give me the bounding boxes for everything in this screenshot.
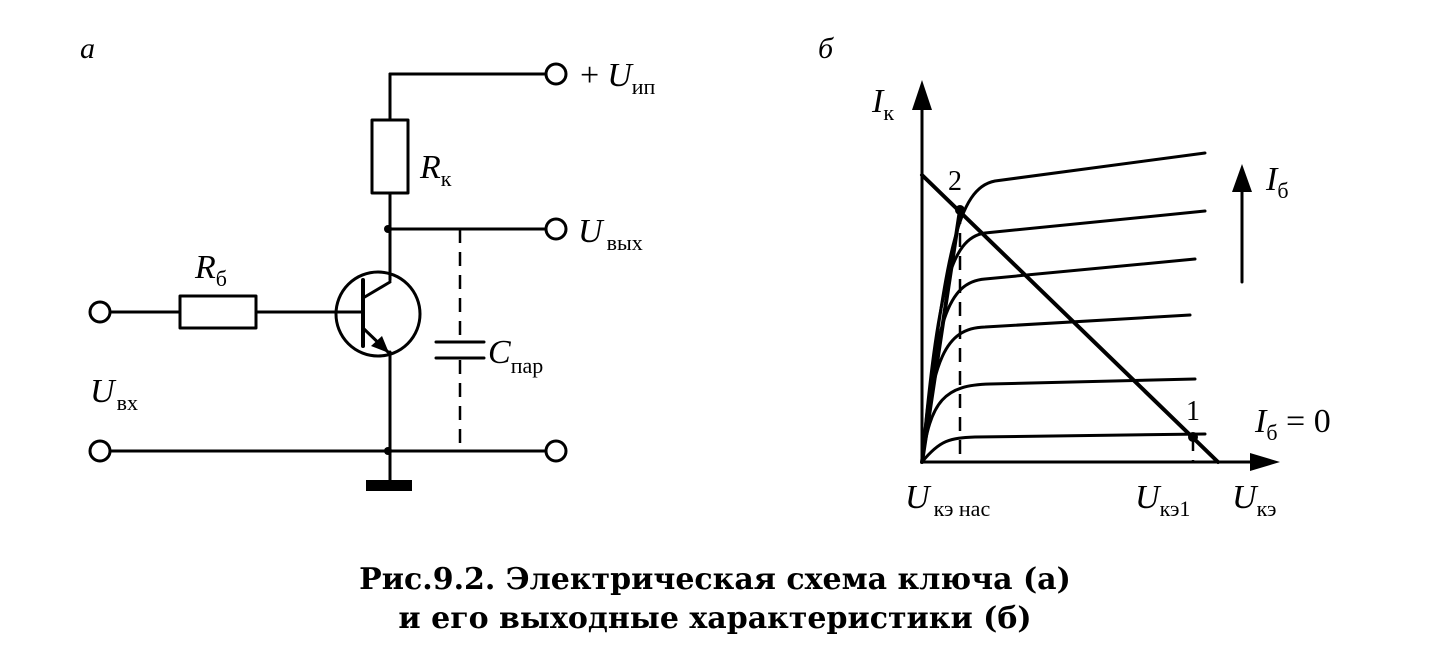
transistor-collector [361,280,392,300]
input-terminal[interactable] [88,300,112,324]
collector-resistor [370,118,410,195]
curve-ib-1 [920,377,1197,464]
caption-line-1: Рис.9.2. Электрическая схема ключа (а) [359,562,1071,597]
ground-icon [366,480,412,491]
saturation-boundary [920,208,962,464]
supply-label: +Uип [580,57,656,99]
operating-point-1 [1188,432,1198,442]
curve-ib-4 [920,209,1207,464]
supply-terminal[interactable] [544,62,568,86]
curve-ib-0 [920,432,1207,464]
operating-point-2 [955,205,965,215]
point-1-label: 1 [1186,396,1200,427]
input-ground-terminal[interactable] [88,439,112,463]
output-terminal[interactable] [544,217,568,241]
panel-label-a: а [80,32,95,65]
capacitor-label: Cпар [488,334,543,378]
base-resistor [178,294,258,330]
x-axis-arrow-icon [1250,453,1280,471]
input-label: Uвх [90,373,138,415]
rk-label: Rк [419,149,452,191]
rb-label: Rб [194,249,227,291]
ib-zero-label: Iб = 0 [1254,403,1331,445]
curve-ib-5 [920,151,1207,464]
transistor-body [334,270,422,358]
y-axis-arrow-icon [912,80,932,110]
caption: Рис.9.2. Электрическая схема ключа (а) и… [359,562,1071,636]
panel-label-b: б [818,32,834,65]
y-axis-label: Iк [871,83,894,125]
emitter-arrow-icon [371,336,389,353]
caption-line-2: и его выходные характеристики (б) [398,601,1031,636]
output-ground-terminal[interactable] [544,439,568,463]
point-2-label: 2 [948,166,962,197]
x-axis-label: Uкэ [1232,479,1276,521]
ib-arrow-icon [1232,164,1252,192]
ib-arrow-label: Iб [1265,161,1289,203]
curve-ib-3 [920,257,1197,464]
u-ke1-label: Uкэ1 [1135,479,1190,521]
load-line [920,173,1220,464]
